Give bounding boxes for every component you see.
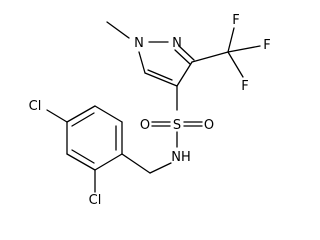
bond-n2-c3-a (174, 49, 191, 65)
bond-c3-c4 (176, 61, 193, 87)
bond-lines (46, 21, 261, 193)
bond-ring-5-6-inner (71, 149, 95, 164)
bond-methyl-n (106, 21, 130, 39)
atom-f-right: F (263, 38, 270, 53)
bond-ring-cl-top (46, 109, 68, 123)
atom-f-top: F (232, 13, 239, 28)
bond-c4-c5-a (144, 72, 178, 87)
atom-nh: NH (171, 150, 191, 165)
bond-ring-3-4 (66, 105, 96, 123)
atom-s: S (173, 118, 181, 133)
bond-n2-c3-b (178, 45, 195, 61)
atom-labels: N N F F F O S O NH Cl Cl (29, 13, 271, 208)
atom-o-right: O (204, 118, 214, 133)
bond-ring-3-4-inner (71, 112, 95, 127)
bond-ring-2-3 (94, 105, 123, 123)
atom-n-methyl: N (134, 36, 144, 51)
bond-c5-n1 (138, 51, 146, 74)
atom-o-left: O (140, 118, 150, 133)
bond-ring-5-6 (66, 153, 96, 171)
bond-cf3-f-right (227, 45, 261, 53)
bond-cf3-f-top (227, 27, 235, 53)
bond-n-ch2 (149, 162, 172, 174)
bond-cf3-f-lower (227, 51, 244, 78)
bond-ring-6-1 (94, 153, 123, 171)
atom-n-ring: N (172, 36, 182, 51)
atom-f-lower: F (241, 79, 248, 94)
atom-cl-bottom: Cl (89, 193, 102, 208)
bond-ch2-ring (121, 153, 151, 174)
bond-c3-cf3 (191, 51, 229, 63)
chemical-structure: N N F F F O S O NH Cl Cl (29, 13, 271, 208)
atom-cl-top: Cl (29, 99, 42, 114)
bond-c4-c5-b (147, 69, 173, 81)
